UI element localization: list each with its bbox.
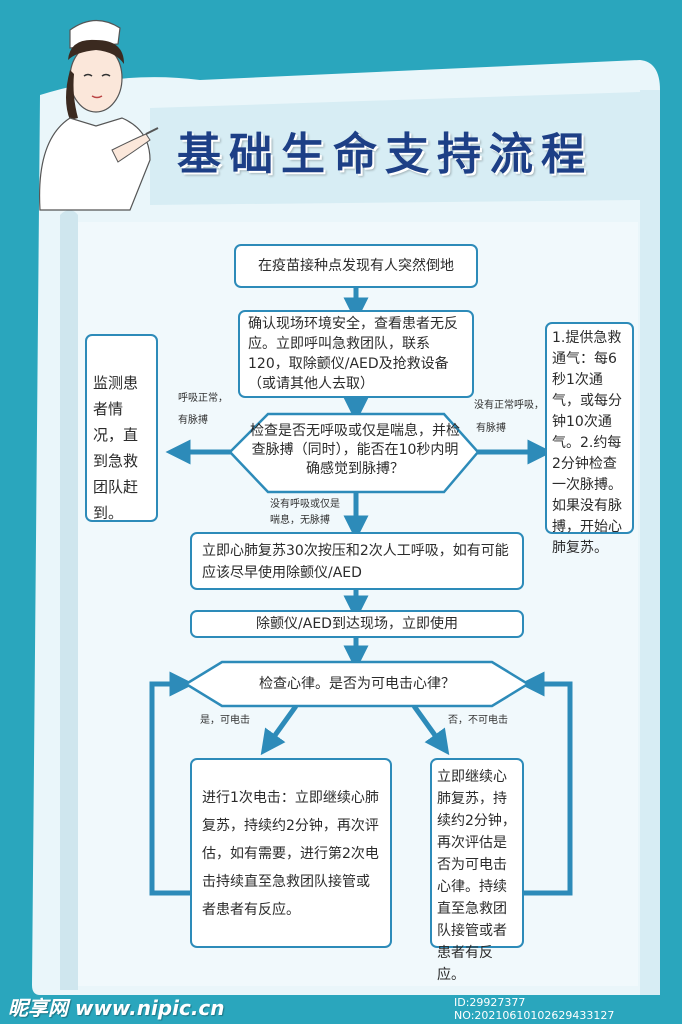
aed-box: 除颤仪/AED到达现场，立即使用 <box>190 610 524 638</box>
loop-left <box>149 671 195 896</box>
right-label-1: 没有正常呼吸， <box>474 400 544 411</box>
cpr-box: 立即心肺复苏30次按压和2次人工呼吸，如有可能应该尽早使用除颤仪/AED <box>190 532 524 590</box>
down-label-1: 没有呼吸或仅是 <box>270 499 340 510</box>
rhythm-hexagon <box>183 660 531 708</box>
page-edge <box>640 90 660 995</box>
shock-box: 进行1次电击：立即继续心肺复苏，持续约2分钟，再次评估，如有需要，进行第2次电击… <box>190 758 392 948</box>
watermark-site: 昵享网 www.nipic.cn <box>8 996 225 1020</box>
watermark-id: ID:29927377 NO:20210610102629433127 <box>454 996 615 1022</box>
page-curl <box>60 210 78 990</box>
left-label-1: 呼吸正常， <box>178 393 228 404</box>
page-title: 基础生命支持流程 <box>177 129 593 180</box>
down-label-2: 喘息，无脉搏 <box>270 515 330 526</box>
noshock-box: 立即继续心肺复苏，持续约2分钟，再次评估是否为可电击心律。持续直至急救团队接管或… <box>430 758 524 983</box>
left-box: 监测患者情况，直到急救团队赶到。 <box>85 334 158 522</box>
check-hexagon <box>228 412 480 494</box>
title-banner <box>150 92 640 205</box>
nurse-illustration <box>38 19 159 211</box>
loop-right <box>519 671 573 896</box>
yes-label: 是，可电击 <box>200 715 250 726</box>
start-box: 在疫苗接种点发现有人突然倒地 <box>234 244 478 288</box>
right-label-2: 有脉搏 <box>476 423 506 434</box>
left-label-2: 有脉搏 <box>178 415 208 426</box>
arrow-rhythm-noshock <box>411 704 450 756</box>
no-label: 否，不可电击 <box>448 715 508 726</box>
right-box: 1.提供急救通气：每6秒1次通气，或每分钟10次通气。2.约每2分钟检查一次脉搏… <box>545 322 634 556</box>
confirm-box: 确认现场环境安全，查看患者无反应。立即呼叫急救团队，联系120，取除颤仪/AED… <box>238 310 474 398</box>
arrow-rhythm-shock <box>260 704 299 756</box>
check-text: 检查是否无呼吸或仅是喘息，并检查脉搏（同时），能否在10秒内明确感觉到脉搏？ <box>250 423 460 477</box>
rhythm-text: 检查心律。是否为可电击心律？ <box>259 676 455 692</box>
